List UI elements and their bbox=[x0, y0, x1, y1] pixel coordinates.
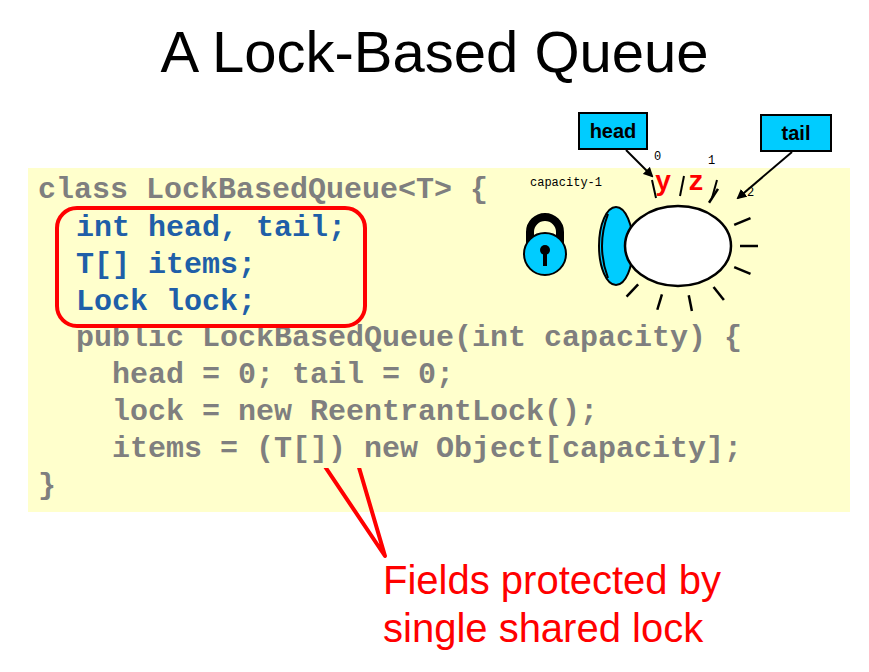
callout-text: Fields protected by single shared lock bbox=[383, 556, 783, 652]
pointer-box: tail bbox=[760, 114, 832, 152]
tail-arrow bbox=[738, 152, 792, 198]
queue-slot bbox=[734, 267, 750, 274]
queue-slot bbox=[627, 284, 639, 296]
code-line: items = (T[]) new Object[capacity]; bbox=[112, 431, 742, 468]
code-line: } bbox=[38, 468, 56, 505]
queue-slot bbox=[712, 180, 717, 198]
queue-slot bbox=[734, 218, 750, 225]
code-line: T[] items; bbox=[76, 247, 256, 284]
queue-item: z bbox=[688, 168, 704, 198]
code-line: class LockBasedQueue<T> { bbox=[38, 172, 488, 209]
code-line: Lock lock; bbox=[76, 284, 256, 321]
lock-body bbox=[524, 233, 566, 275]
keyhole bbox=[543, 252, 547, 266]
pointer-label: head bbox=[580, 114, 646, 148]
queue-slot bbox=[689, 295, 692, 311]
slot-index: 1 bbox=[708, 154, 715, 168]
code-panel: class LockBasedQueue<T> {public LockBase… bbox=[28, 168, 850, 512]
slot-index: 2 bbox=[747, 186, 754, 200]
pointer-box: head bbox=[578, 112, 648, 150]
slot-index: 0 bbox=[654, 150, 661, 164]
slide-title: A Lock-Based Queue bbox=[0, 18, 869, 85]
queue-slot bbox=[680, 176, 684, 196]
head-arrow bbox=[626, 150, 652, 176]
pointer-label: tail bbox=[762, 116, 830, 150]
slot-index: capacity-1 bbox=[530, 176, 602, 190]
queue-ring bbox=[625, 206, 731, 286]
queue-item: y bbox=[655, 168, 671, 198]
queue-slot bbox=[657, 294, 662, 309]
code-line: int head, tail; bbox=[76, 210, 346, 247]
queue-slot bbox=[740, 245, 758, 248]
code-line: head = 0; tail = 0; bbox=[112, 357, 454, 394]
code-line: lock = new ReentrantLock(); bbox=[112, 394, 598, 431]
queue-slot bbox=[714, 287, 724, 300]
highlight-box: int head, tail;T[] items;Lock lock; bbox=[55, 206, 367, 328]
